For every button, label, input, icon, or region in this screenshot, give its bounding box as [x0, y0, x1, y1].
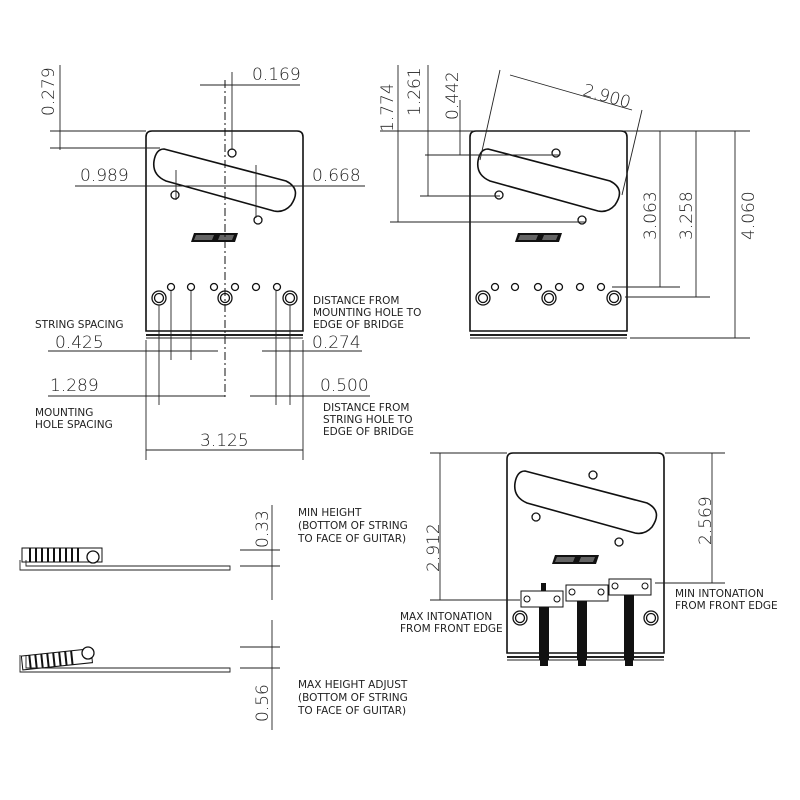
dim-3258: 3.258	[677, 191, 697, 240]
note-min-intonation: MIN INTONATION	[675, 588, 764, 600]
dim-2912: 2.912	[424, 523, 444, 572]
note-mount-edge: EDGE OF BRIDGE	[313, 319, 404, 331]
note-string-edge: DISTANCE FROM	[323, 402, 409, 414]
dim-1774: 1.774	[378, 83, 398, 132]
dim-0668: 0.668	[312, 166, 361, 186]
dim-0500: 0.500	[320, 376, 369, 396]
top-left-view: 0.279 0.169 0.989 0.668 STRING SPACING 0…	[35, 65, 421, 460]
bottom-right-view: 2.912 2.569 MAX INTONATION FROM FRONT ED…	[400, 452, 778, 666]
note-mount-spacing: HOLE SPACING	[35, 419, 113, 431]
note-string-spacing: STRING SPACING	[35, 319, 124, 331]
note-max-height: (BOTTOM OF STRING	[298, 692, 408, 704]
dim-3063: 3.063	[641, 191, 661, 240]
side-view-max-height: 0.56 MAX HEIGHT ADJUST (BOTTOM OF STRING…	[19, 620, 408, 730]
note-max-intonation: MAX INTONATION	[400, 611, 492, 623]
dim-1261: 1.261	[405, 67, 425, 116]
note-string-edge: EDGE OF BRIDGE	[323, 426, 414, 438]
dim-0425: 0.425	[55, 333, 104, 353]
dim-1289: 1.289	[50, 376, 99, 396]
top-right-view: 1.774 1.261 0.442 2.900 3.063 3.258 4.06…	[378, 65, 759, 339]
dim-4060: 4.060	[739, 191, 759, 240]
dim-0279: 0.279	[39, 67, 59, 116]
note-max-height: MAX HEIGHT ADJUST	[298, 679, 408, 691]
dim-2569: 2.569	[696, 496, 716, 545]
note-min-height: TO FACE OF GUITAR)	[297, 533, 406, 545]
side-view-min-height: 0.33 MIN HEIGHT (BOTTOM OF STRING TO FAC…	[19, 505, 408, 600]
dim-0989: 0.989	[80, 166, 129, 186]
note-min-intonation: FROM FRONT EDGE	[675, 600, 778, 612]
dim-2900: 2.900	[581, 81, 633, 114]
note-mount-edge: MOUNTING HOLE TO	[313, 307, 421, 319]
note-min-height: MIN HEIGHT	[298, 507, 362, 519]
dim-0442: 0.442	[443, 71, 463, 120]
dim-3125: 3.125	[200, 431, 249, 451]
dim-max-height: 0.56	[253, 684, 273, 722]
dim-0169: 0.169	[252, 65, 301, 85]
note-string-edge: STRING HOLE TO	[323, 414, 412, 426]
note-mount-spacing: MOUNTING	[35, 407, 93, 419]
note-mount-edge: DISTANCE FROM	[313, 295, 399, 307]
note-max-height: TO FACE OF GUITAR)	[297, 705, 406, 717]
note-max-intonation: FROM FRONT EDGE	[400, 623, 503, 635]
note-min-height: (BOTTOM OF STRING	[298, 520, 408, 532]
dim-min-height: 0.33	[253, 510, 273, 548]
dim-0274: 0.274	[312, 333, 361, 353]
